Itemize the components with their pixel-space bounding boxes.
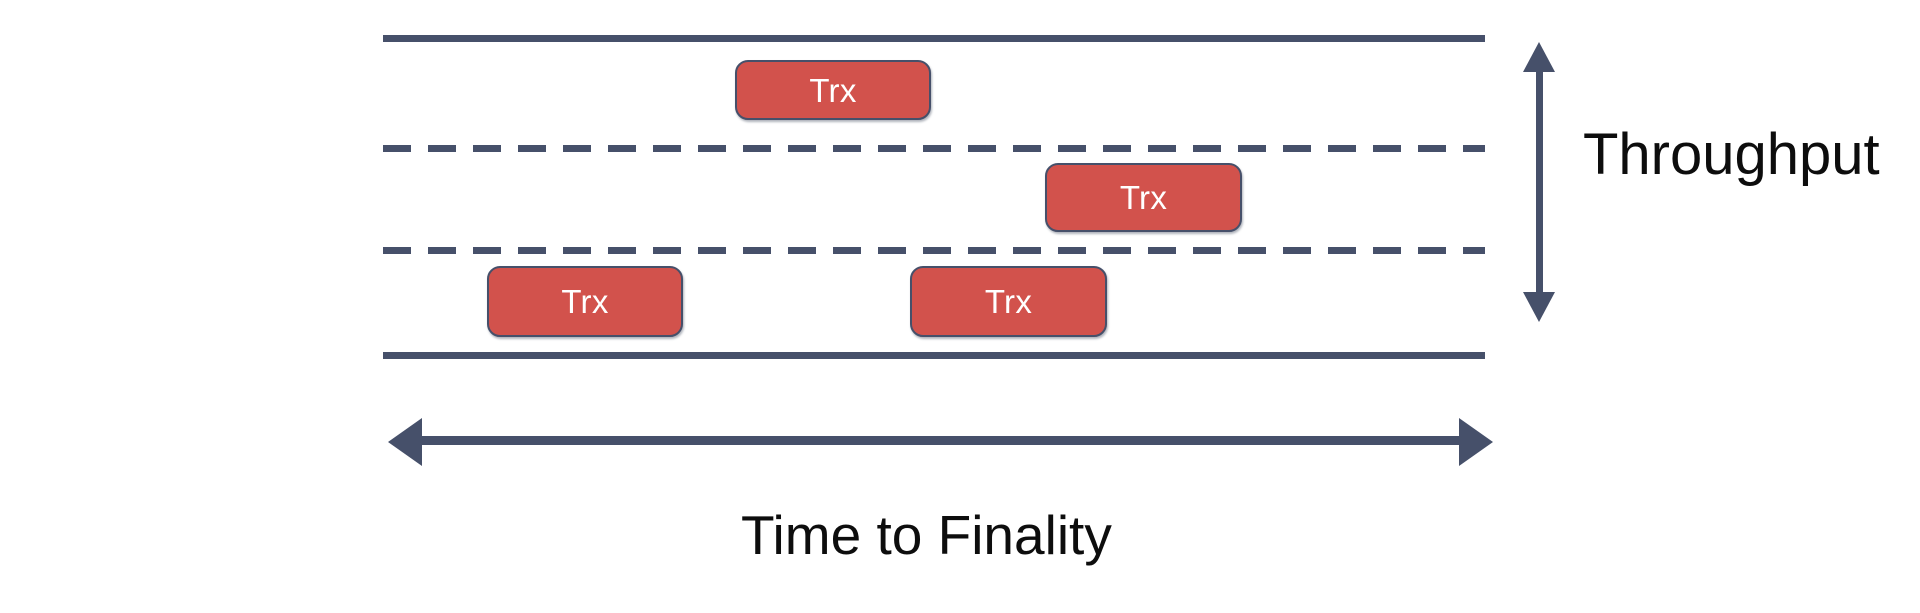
lane-divider-upper-dashed: [383, 145, 1485, 152]
transaction-box[interactable]: Trx: [735, 60, 931, 120]
arrow-shaft-horizontal: [416, 436, 1465, 445]
throughput-axis-label: Throughput: [1583, 122, 1880, 187]
time-to-finality-axis-label: Time to Finality: [741, 504, 1112, 566]
arrow-head-down-icon: [1523, 292, 1555, 322]
transaction-box[interactable]: Trx: [910, 266, 1107, 337]
lane-boundary-top-solid: [383, 35, 1485, 42]
lane-divider-lower-dashed: [383, 247, 1485, 254]
throughput-double-arrow-icon: [1523, 42, 1555, 322]
transaction-box[interactable]: Trx: [1045, 163, 1242, 232]
time-to-finality-double-arrow-icon: [388, 418, 1493, 466]
arrow-head-right-icon: [1459, 418, 1493, 466]
arrow-shaft-vertical: [1536, 68, 1543, 296]
lane-boundary-bottom-solid: [383, 352, 1485, 359]
arrow-head-up-icon: [1523, 42, 1555, 72]
transaction-box[interactable]: Trx: [487, 266, 683, 337]
